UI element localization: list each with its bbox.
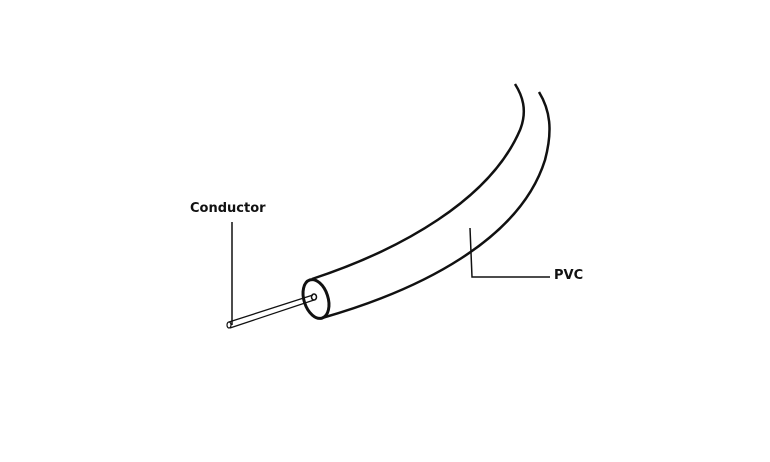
conductor-tip [226,321,232,329]
pvc-label: PVC [554,268,584,283]
conductor-label: Conductor [190,201,266,216]
cable-bottom-edge [321,91,551,320]
cable-top-edge [311,83,526,281]
conductor-wire [228,294,315,329]
pvc-leader-line [469,227,550,278]
